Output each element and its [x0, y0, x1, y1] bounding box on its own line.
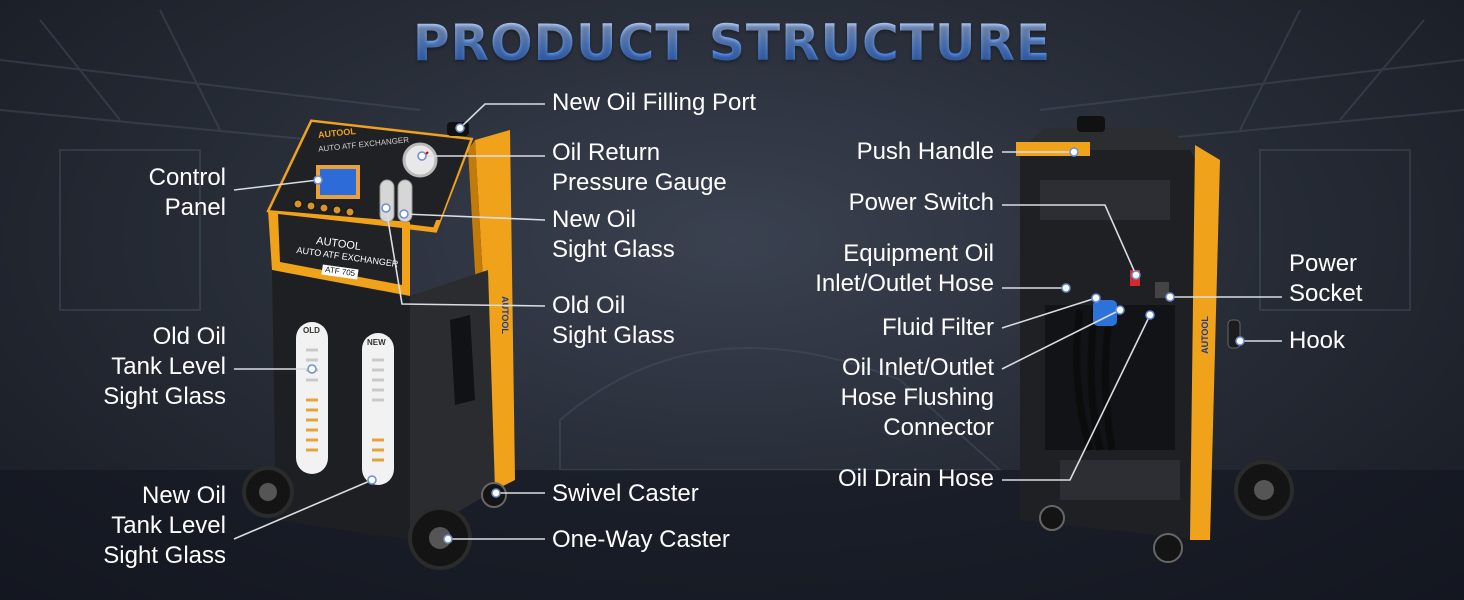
label-line: Tank Level — [111, 512, 226, 539]
label-swivel-caster: Swivel Caster — [552, 480, 699, 507]
label-oil-drain-hose: Oil Drain Hose — [837, 465, 994, 492]
power-socket — [1155, 282, 1169, 298]
label-line: Sight Glass — [552, 236, 675, 263]
front-frame-right — [475, 130, 515, 490]
label-line: Socket — [1289, 280, 1363, 307]
rear-caster-right — [1153, 533, 1183, 563]
label-line: Equipment Oil — [843, 240, 994, 267]
fluid-filter — [1093, 300, 1117, 326]
label-hose-flushing-connector: Oil Inlet/Outlet Hose Flushing Connector — [740, 353, 994, 443]
label-line: Old Oil — [552, 292, 626, 319]
label-power-switch: Power Switch — [848, 189, 994, 216]
label-line: Tank Level — [111, 353, 226, 380]
front-body-side — [410, 270, 495, 540]
rear-frame-side — [1190, 145, 1220, 540]
label-line: Oil Inlet/Outlet — [841, 354, 994, 381]
label-new-oil-tank-level: New Oil Tank Level Sight Glass — [40, 481, 226, 571]
label-oil-return-gauge: Oil Return Pressure Gauge — [552, 138, 727, 198]
label-line: Hose Flushing — [840, 384, 994, 411]
label-hook: Hook — [1289, 327, 1346, 354]
label-line: New Oil — [552, 206, 637, 233]
label-line: Connector — [883, 414, 994, 441]
page-title: PRODUCT STRUCTURE — [0, 14, 1464, 72]
old-tank-tag: OLD — [303, 326, 320, 335]
label-power-socket: Power Socket — [1289, 249, 1362, 309]
old-oil-tank-level — [296, 322, 328, 474]
label-old-oil-sight-glass: Old Oil Sight Glass — [552, 291, 675, 351]
rear-filling-port — [1077, 116, 1105, 132]
new-oil-tank-level — [362, 333, 394, 485]
label-new-oil-sight-glass: New Oil Sight Glass — [552, 205, 675, 265]
label-new-oil-filling-port: New Oil Filling Port — [552, 89, 757, 116]
label-line: Panel — [164, 194, 226, 221]
label-one-way-caster: One-Way Caster — [552, 526, 730, 553]
label-line: Sight Glass — [103, 383, 226, 410]
label-line: Old Oil — [152, 323, 226, 350]
label-line: New Oil — [141, 482, 226, 509]
label-line: Control — [148, 164, 226, 191]
rear-caster-left — [1039, 505, 1065, 531]
new-tank-tag: NEW — [367, 338, 386, 347]
label-line: Sight Glass — [103, 542, 226, 569]
label-control-panel: Control Panel — [60, 163, 226, 223]
label-push-handle: Push Handle — [856, 138, 994, 165]
label-line: Inlet/Outlet Hose — [815, 270, 994, 297]
label-fluid-filter: Fluid Filter — [881, 314, 994, 341]
label-line: Sight Glass — [552, 322, 675, 349]
control-panel-buttons — [293, 199, 355, 217]
label-line: Oil Return — [552, 139, 661, 166]
label-old-oil-tank-level: Old Oil Tank Level Sight Glass — [40, 322, 226, 412]
label-line: Pressure Gauge — [552, 169, 727, 196]
label-line: Power — [1289, 250, 1358, 277]
label-equipment-oil-hose: Equipment Oil Inlet/Outlet Hose — [740, 239, 994, 299]
